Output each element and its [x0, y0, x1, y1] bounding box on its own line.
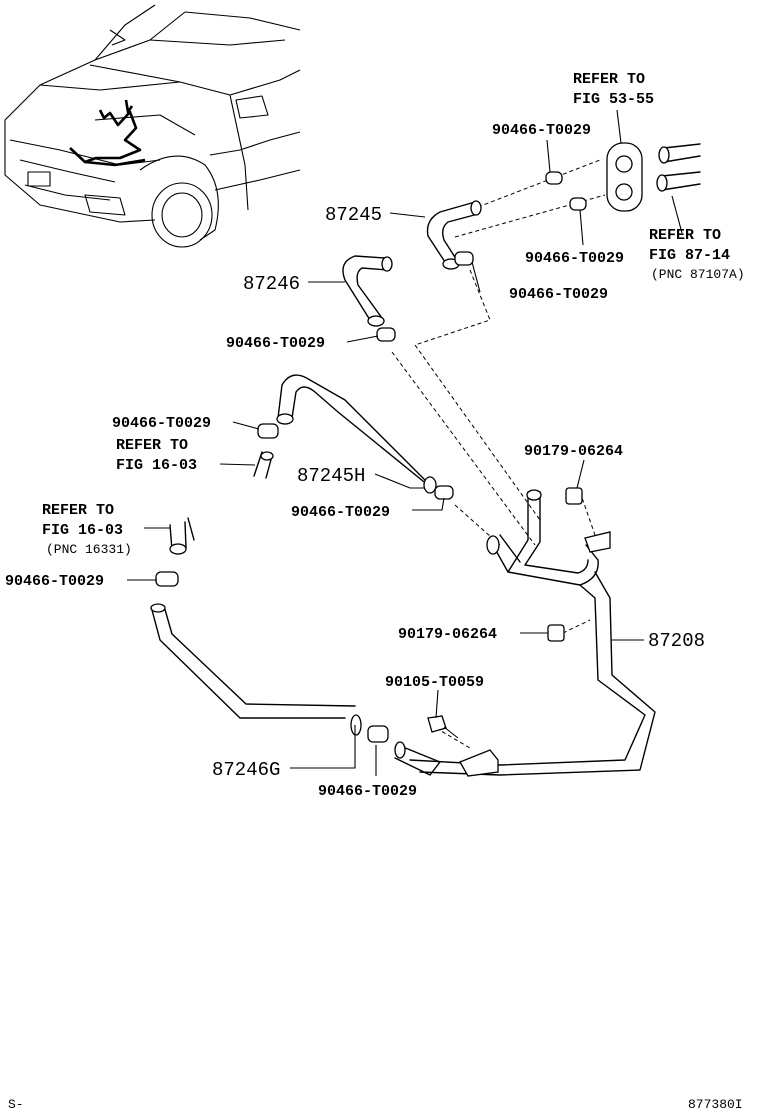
part-number-87246: 87246: [243, 273, 300, 295]
label-leader-lines: [127, 109, 683, 776]
clamp-label-7: 90466-T0029: [5, 573, 104, 590]
hose-87246: [342, 255, 393, 327]
heater-connector-block: [606, 142, 643, 212]
pipe-stubs-fig-87-14: [656, 143, 701, 192]
clamp-label-5: 90466-T0029: [112, 415, 211, 432]
engine-fitting-16331: [169, 517, 195, 555]
engine-outlet-stub: [253, 451, 274, 479]
refer-fig-16-03b-line2: FIG 16-03: [42, 522, 123, 539]
refer-fig-87-14-pnc: (PNC 87107A): [651, 267, 745, 282]
pipe-assembly-87208: [394, 489, 656, 777]
refer-fig-16-03-line1: REFER TO: [116, 437, 188, 454]
part-number-87245h: 87245H: [297, 465, 365, 487]
nut-label-2: 90179-06264: [398, 626, 497, 643]
clamp-label-6: 90466-T0029: [291, 504, 390, 521]
vehicle-locator-illustration: [4, 4, 301, 248]
clamp-label-3: 90466-T0029: [509, 286, 608, 303]
clamp-label-2: 90466-T0029: [525, 250, 624, 267]
part-number-87208: 87208: [648, 630, 705, 652]
refer-fig-87-14-line2: FIG 87-14: [649, 247, 730, 264]
refer-fig-16-03-line2: FIG 16-03: [116, 457, 197, 474]
part-number-87246g: 87246G: [212, 759, 280, 781]
part-number-87245: 87245: [325, 204, 382, 226]
figure-id: 877380I: [688, 1097, 743, 1112]
refer-fig-16-03b-pnc: (PNC 16331): [46, 542, 132, 557]
hose-87246g: [150, 603, 362, 736]
bolt-label: 90105-T0059: [385, 674, 484, 691]
refer-fig-53-55-line2: FIG 53-55: [573, 91, 654, 108]
clamp-label-4: 90466-T0029: [226, 335, 325, 352]
nuts-and-bolt: [427, 487, 583, 739]
footer-left-code: S-: [8, 1097, 24, 1112]
clamp-label-8: 90466-T0029: [318, 783, 417, 800]
refer-fig-87-14-line1: REFER TO: [649, 227, 721, 244]
refer-fig-16-03b-line1: REFER TO: [42, 502, 114, 519]
refer-fig-53-55-line1: REFER TO: [573, 71, 645, 88]
nut-label-1: 90179-06264: [524, 443, 623, 460]
callout-labels: REFER TO FIG 53-55 90466-T0029 REFER TO …: [5, 71, 745, 1112]
hose-87245h: [276, 374, 437, 494]
clamp-label-1: 90466-T0029: [492, 122, 591, 139]
hose-clamps: [155, 171, 587, 743]
